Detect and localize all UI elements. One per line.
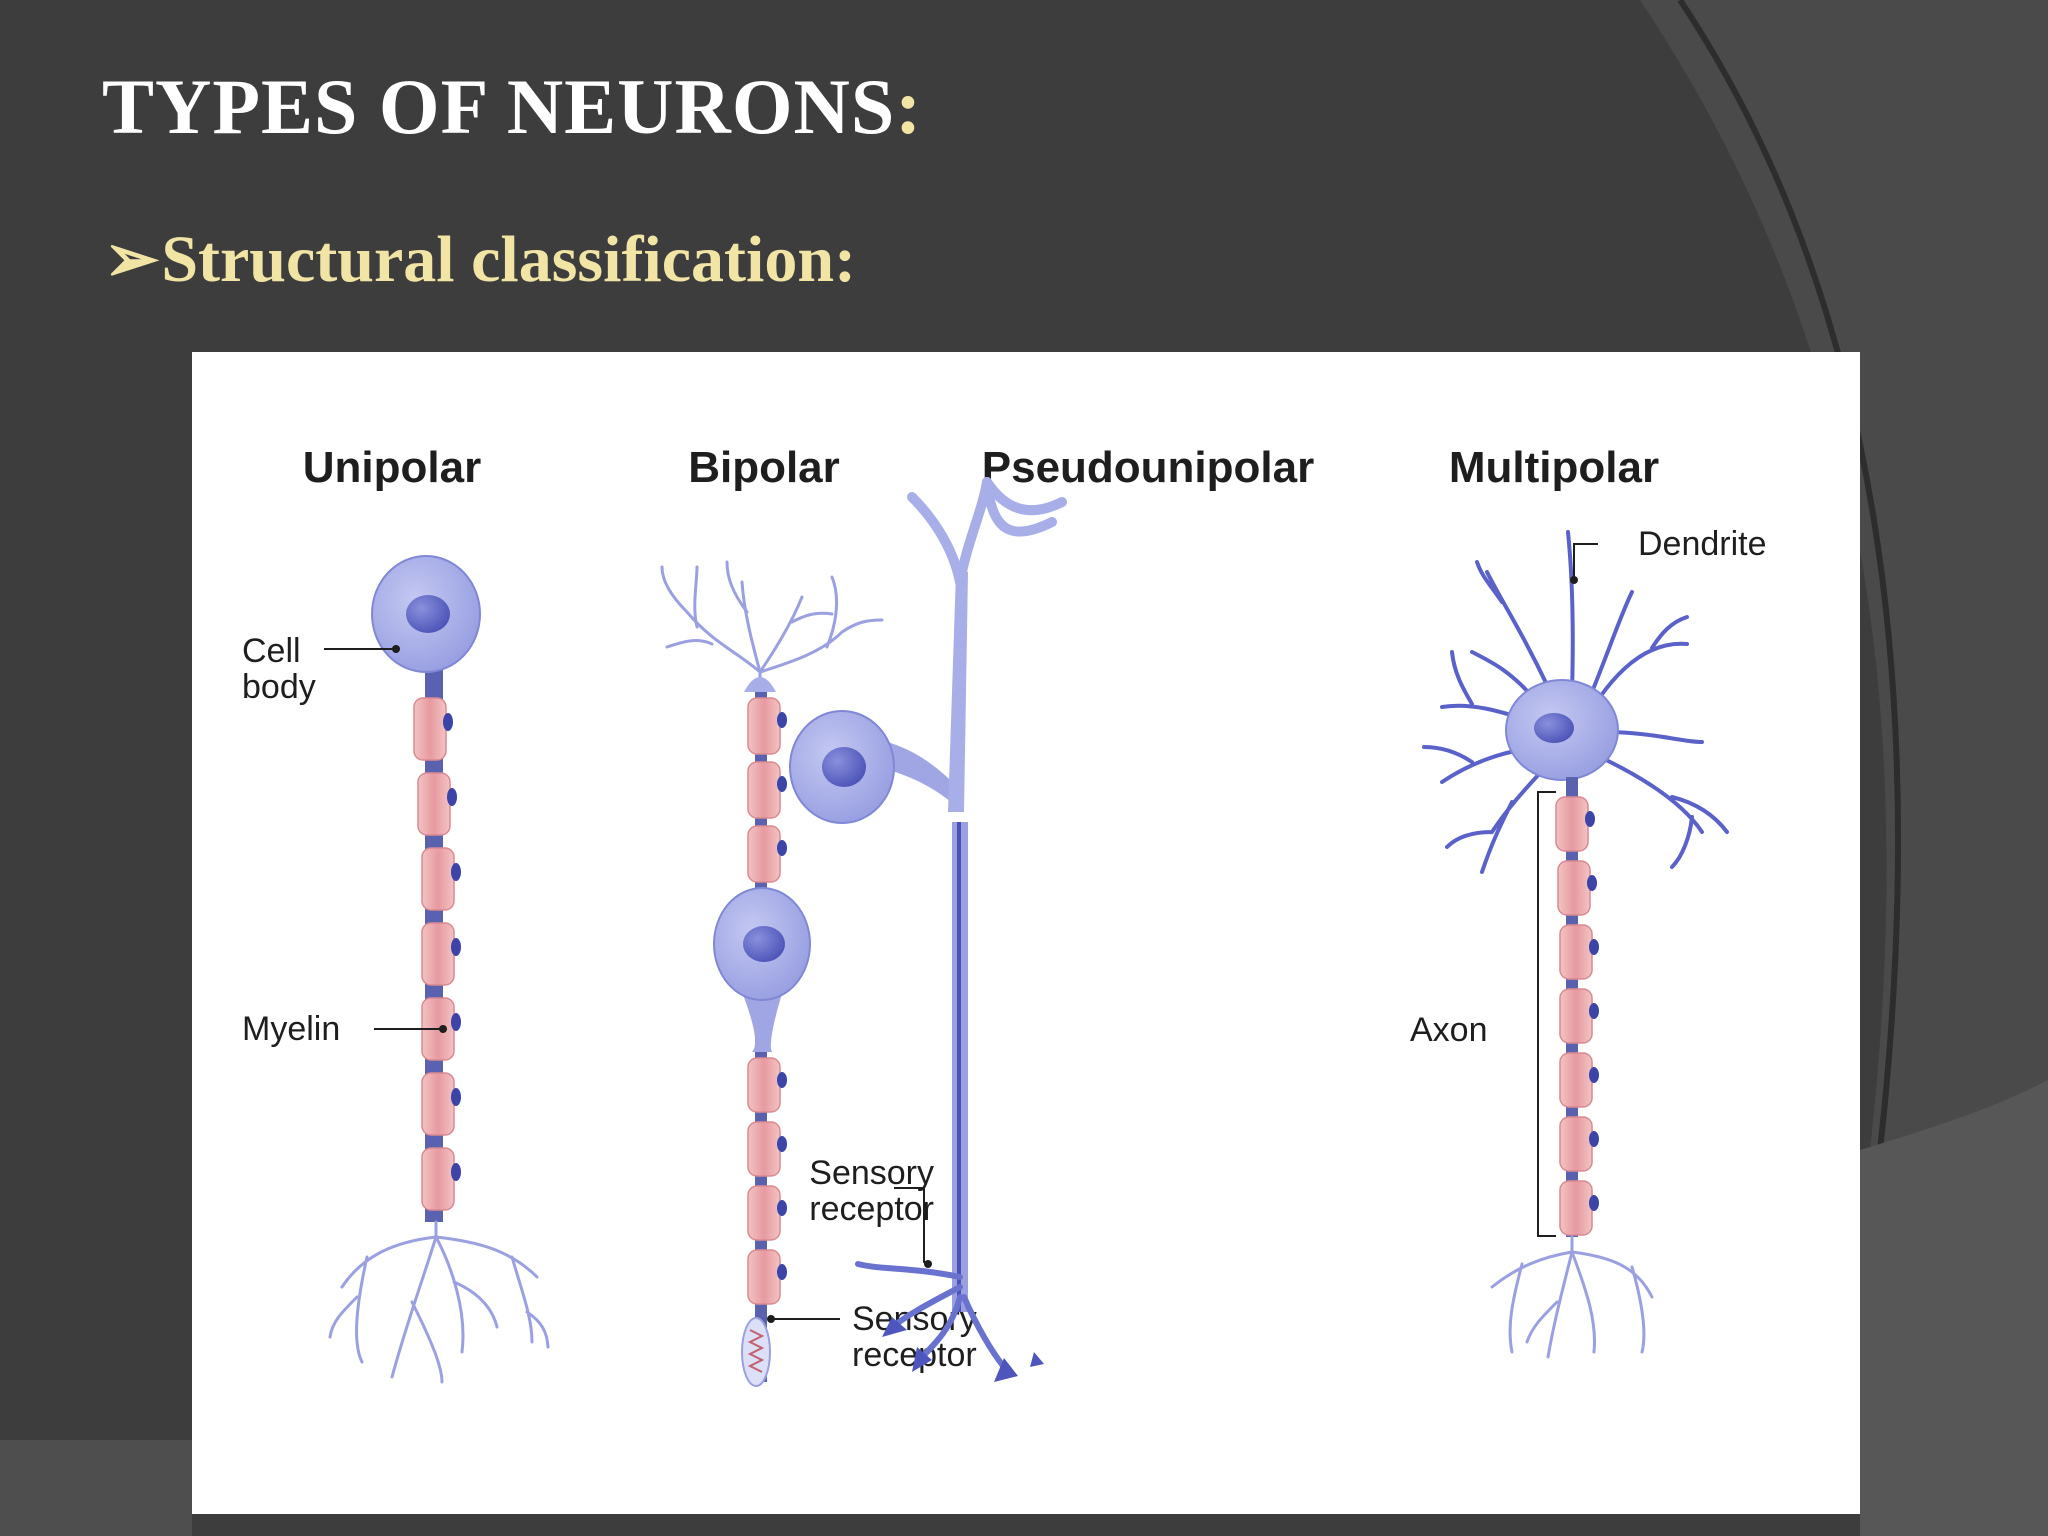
unipolar-neuron [328, 555, 550, 1384]
bipolar-sensory-receptor [741, 1317, 771, 1387]
heading-pseudounipolar: Pseudounipolar [982, 443, 1314, 492]
label-axon: Axon [1410, 1011, 1488, 1049]
neuron-diagram: Unipolar Bipolar Pseudounipolar Multipol… [242, 443, 1767, 1387]
heading-multipolar: Multipolar [1449, 443, 1659, 492]
unipolar-myelin-sheath [413, 697, 461, 1211]
arrow-bullet-icon: ➢ [104, 223, 160, 296]
label-pseudo-sensory-line1: Sensory [809, 1154, 934, 1192]
multipolar-axon-terminals [1490, 1235, 1654, 1359]
bipolar-neuron [660, 560, 884, 1387]
pseudounipolar-peripheral-branch [907, 477, 1067, 587]
bipolar-dendrites [660, 560, 884, 694]
label-dendrite: Dendrite [1638, 525, 1767, 563]
label-pseudo-sensory-line2: receptor [809, 1190, 934, 1228]
label-cell-body-line2: body [242, 668, 316, 706]
slide-title: TYPES OF NEURONS: [102, 62, 922, 152]
multipolar-neuron [1422, 530, 1729, 1359]
subtitle-bullet: ➢Structural classification: [104, 220, 856, 298]
pseudounipolar-neuron [789, 477, 1067, 1382]
neuron-types-figure: Unipolar Bipolar Pseudounipolar Multipol… [192, 352, 1860, 1514]
unipolar-axon-terminals [328, 1220, 550, 1384]
slide-title-colon: : [895, 63, 923, 150]
label-myelin: Myelin [242, 1010, 340, 1048]
label-cell-body-line1: Cell [242, 632, 301, 670]
subtitle-text: Structural classification: [161, 223, 857, 296]
slide-title-text: TYPES OF NEURONS [102, 63, 896, 150]
heading-bipolar: Bipolar [688, 443, 840, 492]
heading-unipolar: Unipolar [303, 443, 481, 492]
